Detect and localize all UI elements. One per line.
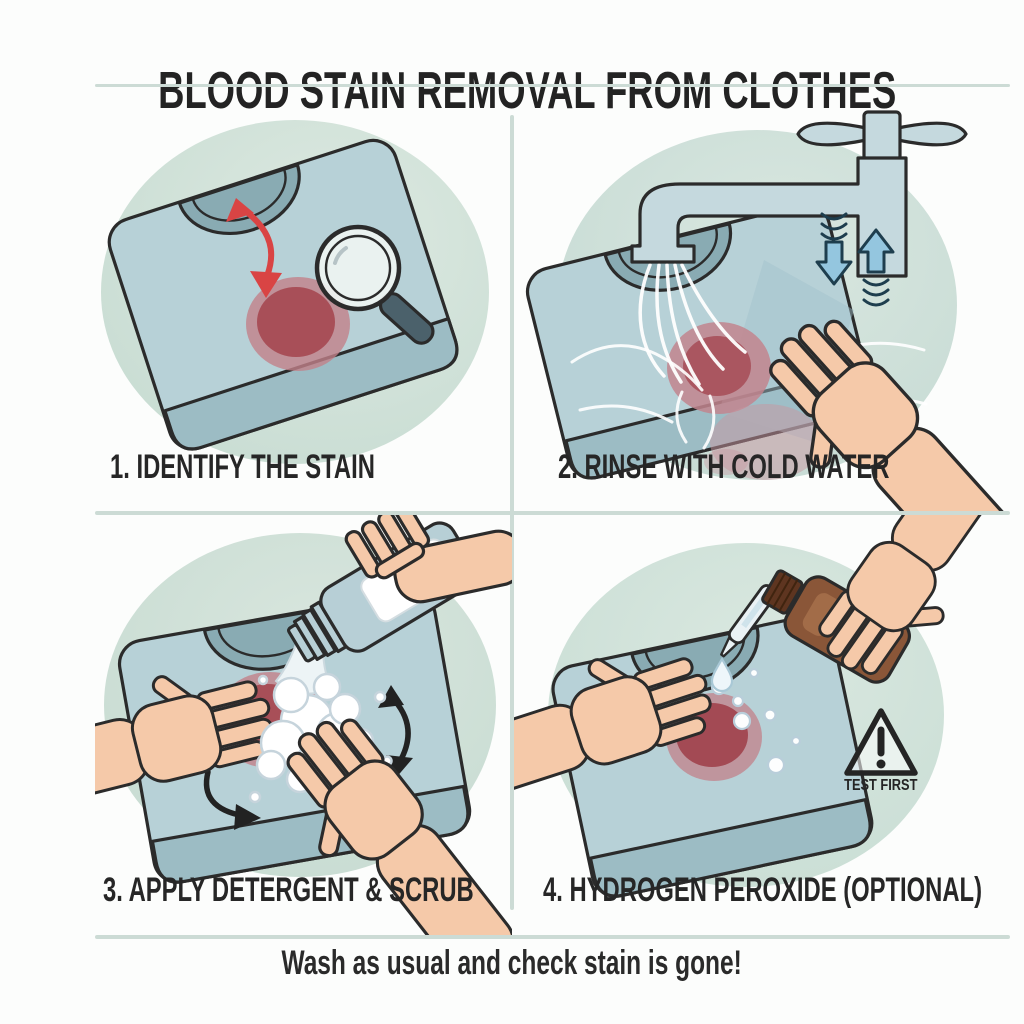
warning-triangle-icon [844,708,918,776]
horizontal-divider [95,511,1010,515]
step1-illustration [101,120,489,464]
test-first-label: TEST FIRST [844,777,918,794]
footer-note: Wash as usual and check stain is gone! [281,944,743,982]
step2-illustration [525,110,1010,511]
step2-panel: 2. RINSE WITH COLD WATER [514,110,1010,511]
footer-divider [95,935,1010,939]
vertical-divider [510,115,514,910]
blood-stain [246,277,350,371]
step4-illustration [514,515,1010,898]
step3-panel: 3. APPLY DETERGENT & SCRUB [95,515,512,935]
title-underline [95,84,1010,87]
water-drop-icon [710,656,734,693]
cold-water-up-arrow-icon [857,228,895,307]
step1-panel: 1. IDENTIFY THE STAIN [95,110,512,511]
diluted-blood-stain [667,322,822,480]
magnifying-glass-icon [314,224,435,345]
step4-caption: 4. HYDROGEN PEROXIDE (OPTIONAL) [543,871,983,909]
cold-water-down-arrow-icon [815,212,853,286]
step2-caption: 2. RINSE WITH COLD WATER [558,448,890,486]
faucet-icon [630,110,968,278]
water-stream [638,263,747,386]
step3-caption: 3. APPLY DETERGENT & SCRUB [103,871,474,909]
step3-illustration [95,515,512,935]
step1-caption: 1. IDENTIFY THE STAIN [110,448,375,486]
page-title: BLOOD STAIN REMOVAL FROM CLOTHES [158,61,897,120]
step4-panel: TEST FIRST 4. HYDROGEN PEROXIDE (OPTIONA… [514,515,1010,935]
red-motion-arrow-icon [226,198,282,298]
bottle-holding-hand [344,515,512,604]
